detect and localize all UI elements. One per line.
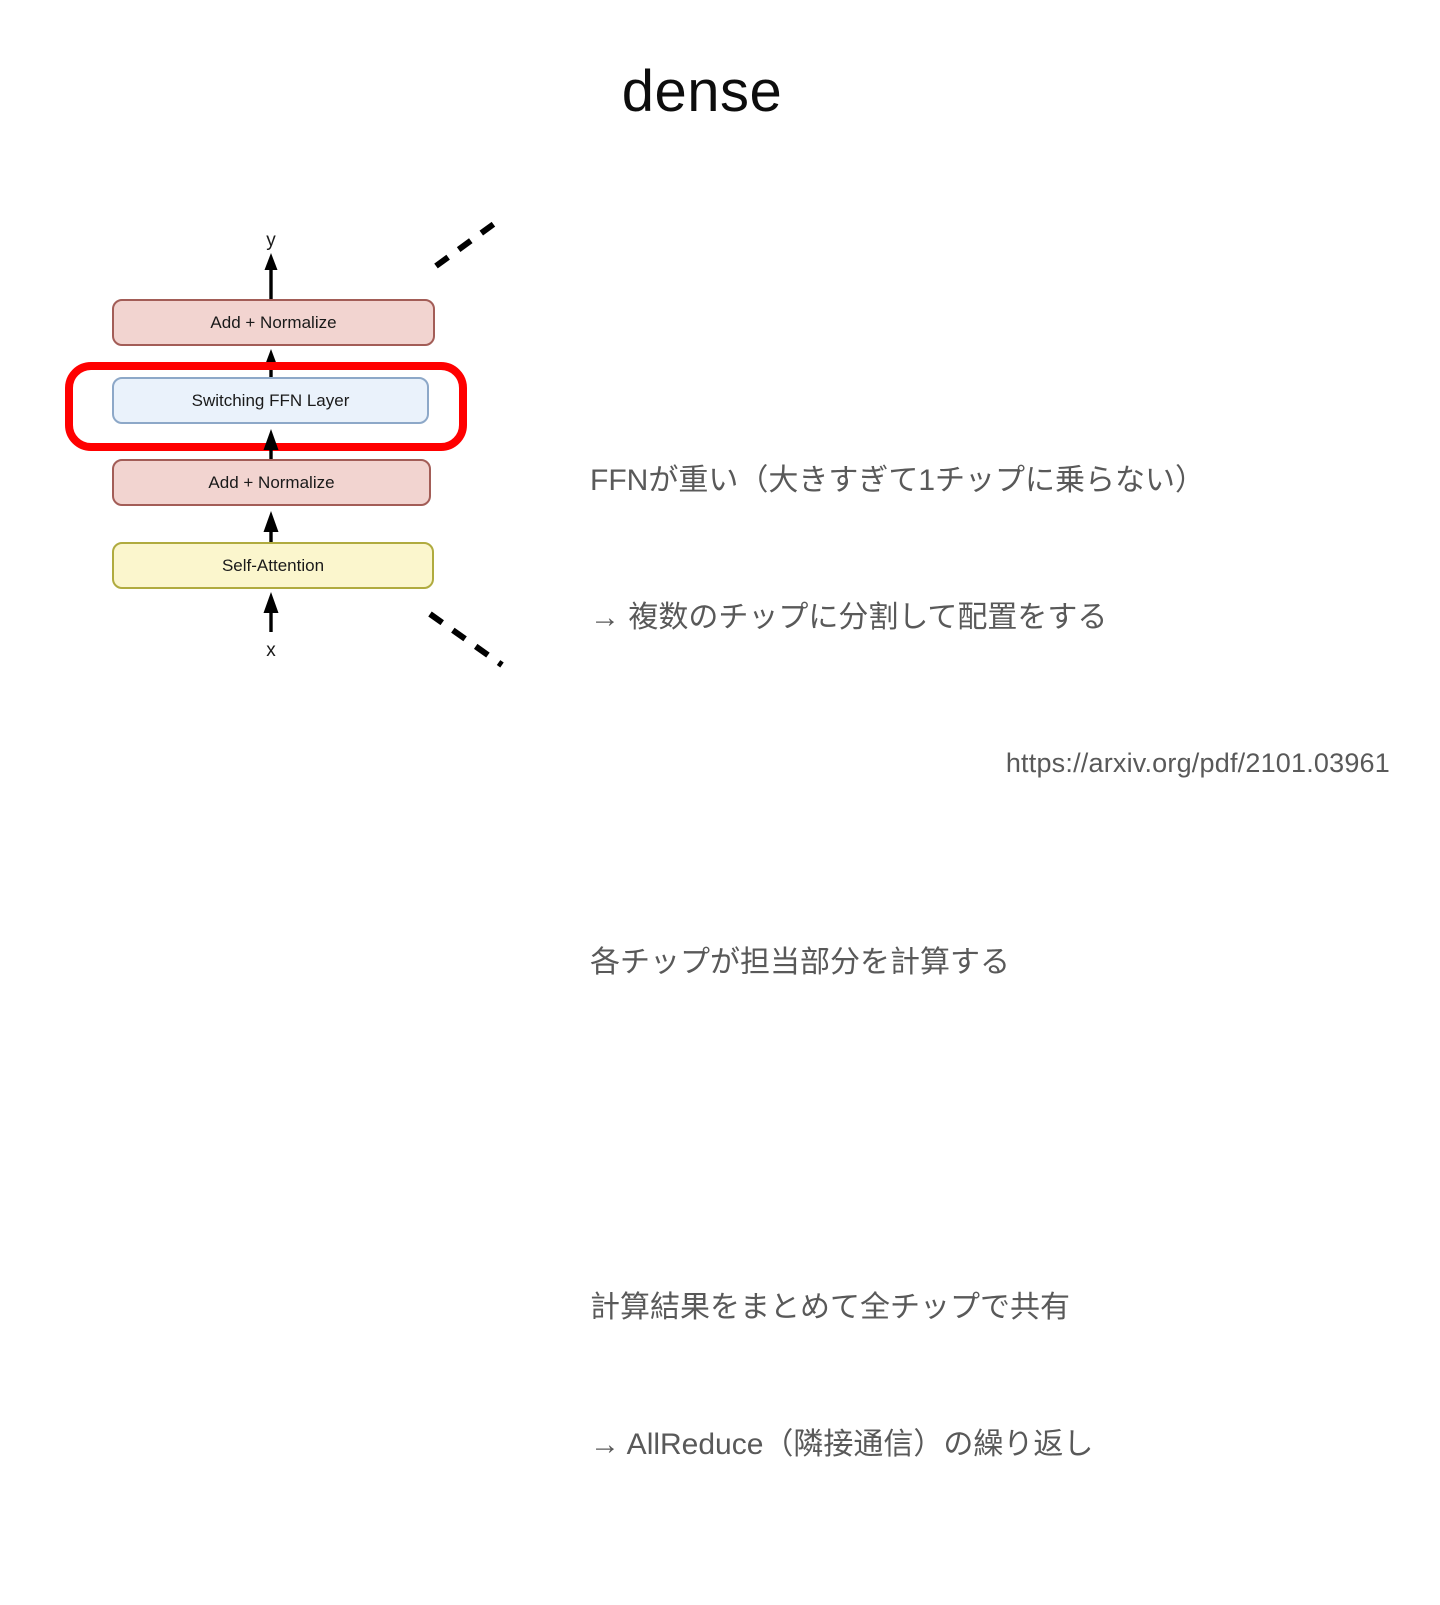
- source-url-link[interactable]: https://arxiv.org/pdf/2101.03961: [1005, 748, 1390, 778]
- block-self-attention: Self-Attention: [112, 542, 434, 589]
- diagram-input-label: x: [266, 640, 276, 661]
- block-switching-ffn-layer: Switching FFN Layer: [112, 377, 429, 424]
- arrow-addnorm-bottom-to-ffn: [263, 429, 279, 460]
- block-label-add-normalize-bottom: Add + Normalize: [208, 473, 334, 492]
- diagram-output-label: y: [266, 230, 276, 251]
- dashed-leader-top-right-icon: [434, 215, 504, 269]
- paragraph-allreduce: 計算結果をまとめて全チップで共有 → AllReduce（隣接通信）の繰り返し: [590, 1194, 1390, 1559]
- page-title-text: dense: [621, 59, 783, 124]
- arrow-to-output: [264, 253, 278, 300]
- paragraph-each-chip: 各チップが担当部分を計算する: [590, 849, 1390, 1077]
- paragraph-ffn-heavy: FFNが重い（大きすぎて1チップに乗らない） → 複数のチップに分割して配置をす…: [590, 367, 1390, 732]
- arrow-from-input: [263, 592, 279, 632]
- block-label-add-normalize-top: Add + Normalize: [210, 313, 336, 332]
- text-line: → AllReduce（隣接通信）の繰り返し: [590, 1428, 1094, 1462]
- block-label-switching-ffn-layer: Switching FFN Layer: [192, 391, 350, 410]
- arrow-selfattention-to-addnorm: [263, 511, 279, 543]
- text-line: 計算結果をまとめて全チップで共有: [590, 1291, 1070, 1325]
- text-line: → 複数のチップに分割して配置をする: [590, 601, 1108, 635]
- page-title: dense: [0, 59, 1440, 124]
- explanation-text: FFNが重い（大きすぎて1チップに乗らない） → 複数のチップに分割して配置をす…: [590, 276, 1390, 1605]
- block-add-normalize-bottom: Add + Normalize: [112, 459, 431, 506]
- dashed-leader-bottom-right-icon: [428, 611, 504, 668]
- block-add-normalize-top: Add + Normalize: [112, 299, 435, 346]
- text-line: 各チップが担当部分を計算する: [590, 946, 1010, 980]
- text-line: FFNが重い（大きすぎて1チップに乗らない）: [590, 464, 1205, 498]
- transformer-block-diagram: y Add + Normalize Switching FFN Layer: [40, 200, 540, 680]
- block-label-self-attention: Self-Attention: [222, 556, 324, 575]
